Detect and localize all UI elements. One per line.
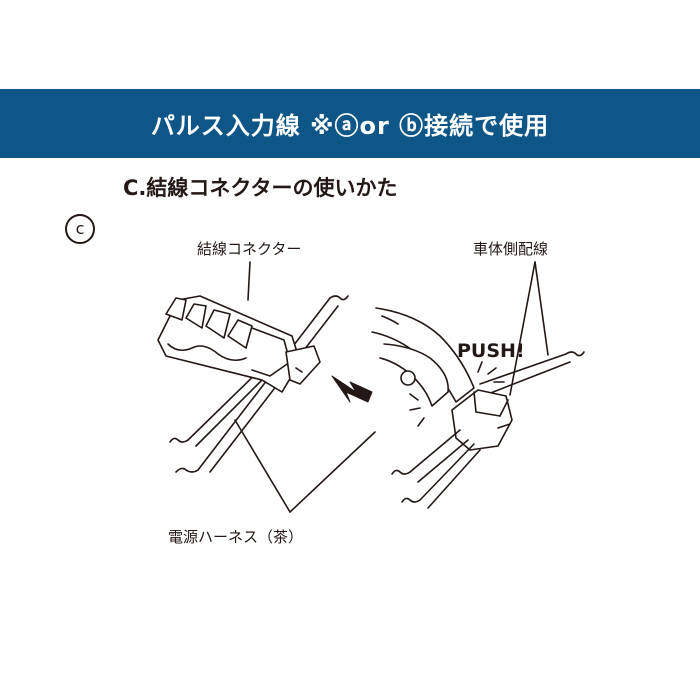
connector-after <box>371 307 585 509</box>
power-harness-label: 電源ハーネス（茶） <box>168 528 304 546</box>
connector-label: 結線コネクター <box>197 240 302 258</box>
circled-letter-badge: c <box>65 214 95 244</box>
banner-title: パルス入力線 ※ⓐor ⓑ接続で使用 <box>150 112 550 140</box>
section-heading: C.結線コネクターの使いかた <box>123 176 398 200</box>
vehicle-wire-label: 車体側配線 <box>473 240 549 258</box>
direction-arrow <box>331 375 373 403</box>
badge-letter: c <box>75 219 85 238</box>
push-label: PUSH! <box>457 340 525 362</box>
connector-before <box>157 295 349 473</box>
header-banner: パルス入力線 ※ⓐor ⓑ接続で使用 <box>0 89 700 158</box>
